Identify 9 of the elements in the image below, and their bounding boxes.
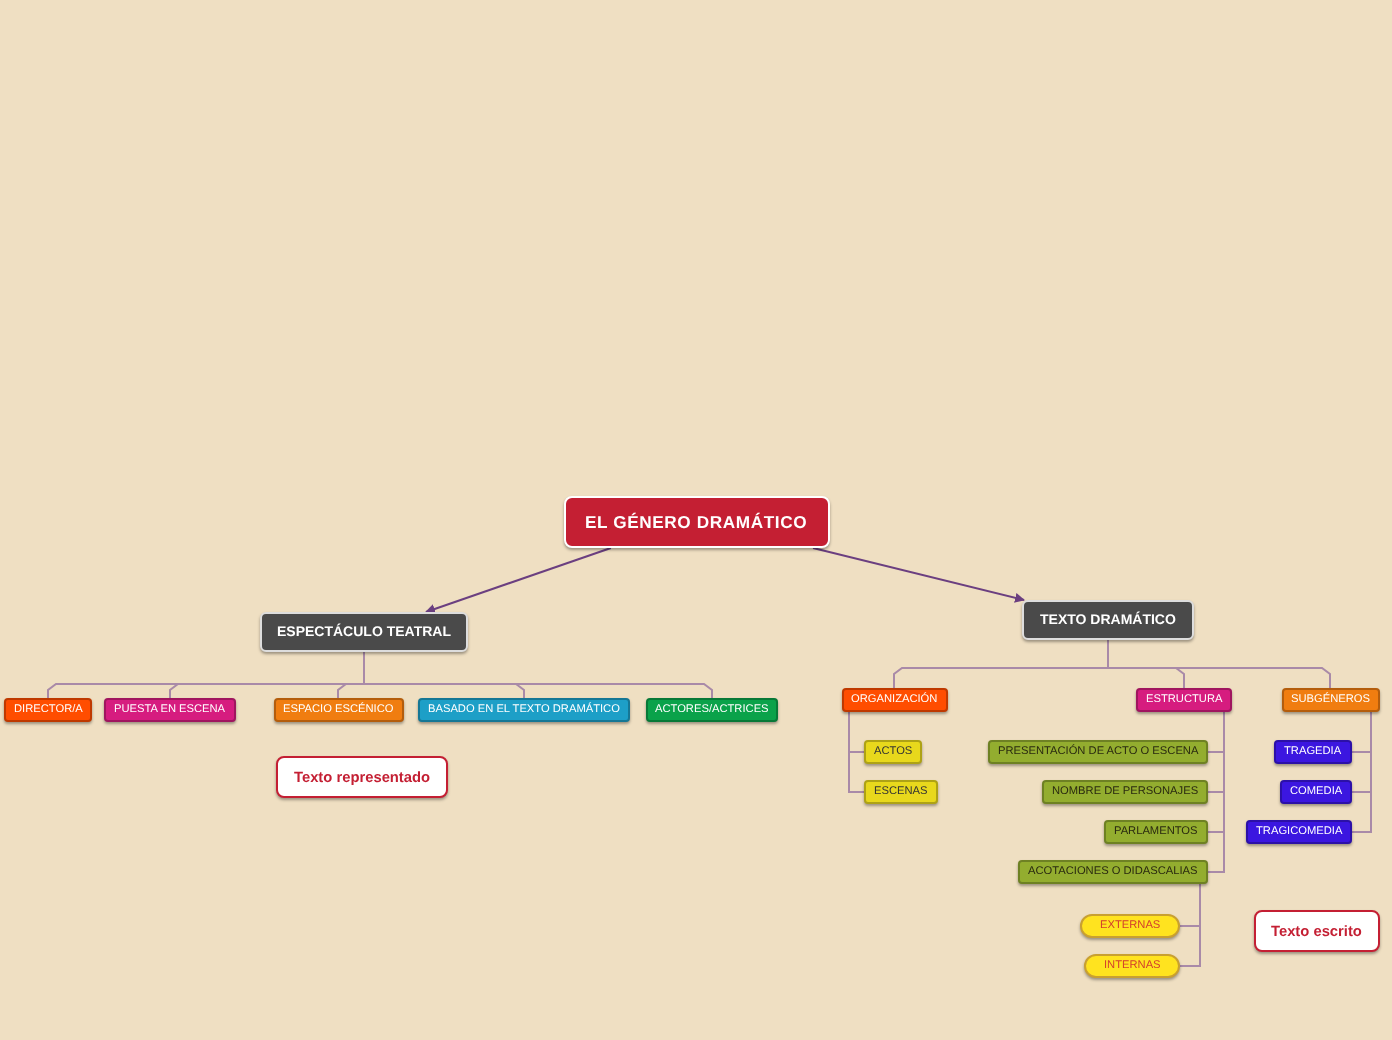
connector-line bbox=[1107, 639, 1331, 689]
connector-line bbox=[1351, 711, 1372, 833]
arrow bbox=[425, 547, 612, 614]
connector-line bbox=[848, 711, 865, 793]
connector-line bbox=[363, 651, 713, 699]
connector-line bbox=[1207, 711, 1225, 873]
central-topic-box: EL GÉNERO DRAMÁTICO bbox=[563, 496, 830, 548]
arrow bbox=[812, 547, 1025, 603]
connector-line bbox=[1179, 883, 1201, 967]
